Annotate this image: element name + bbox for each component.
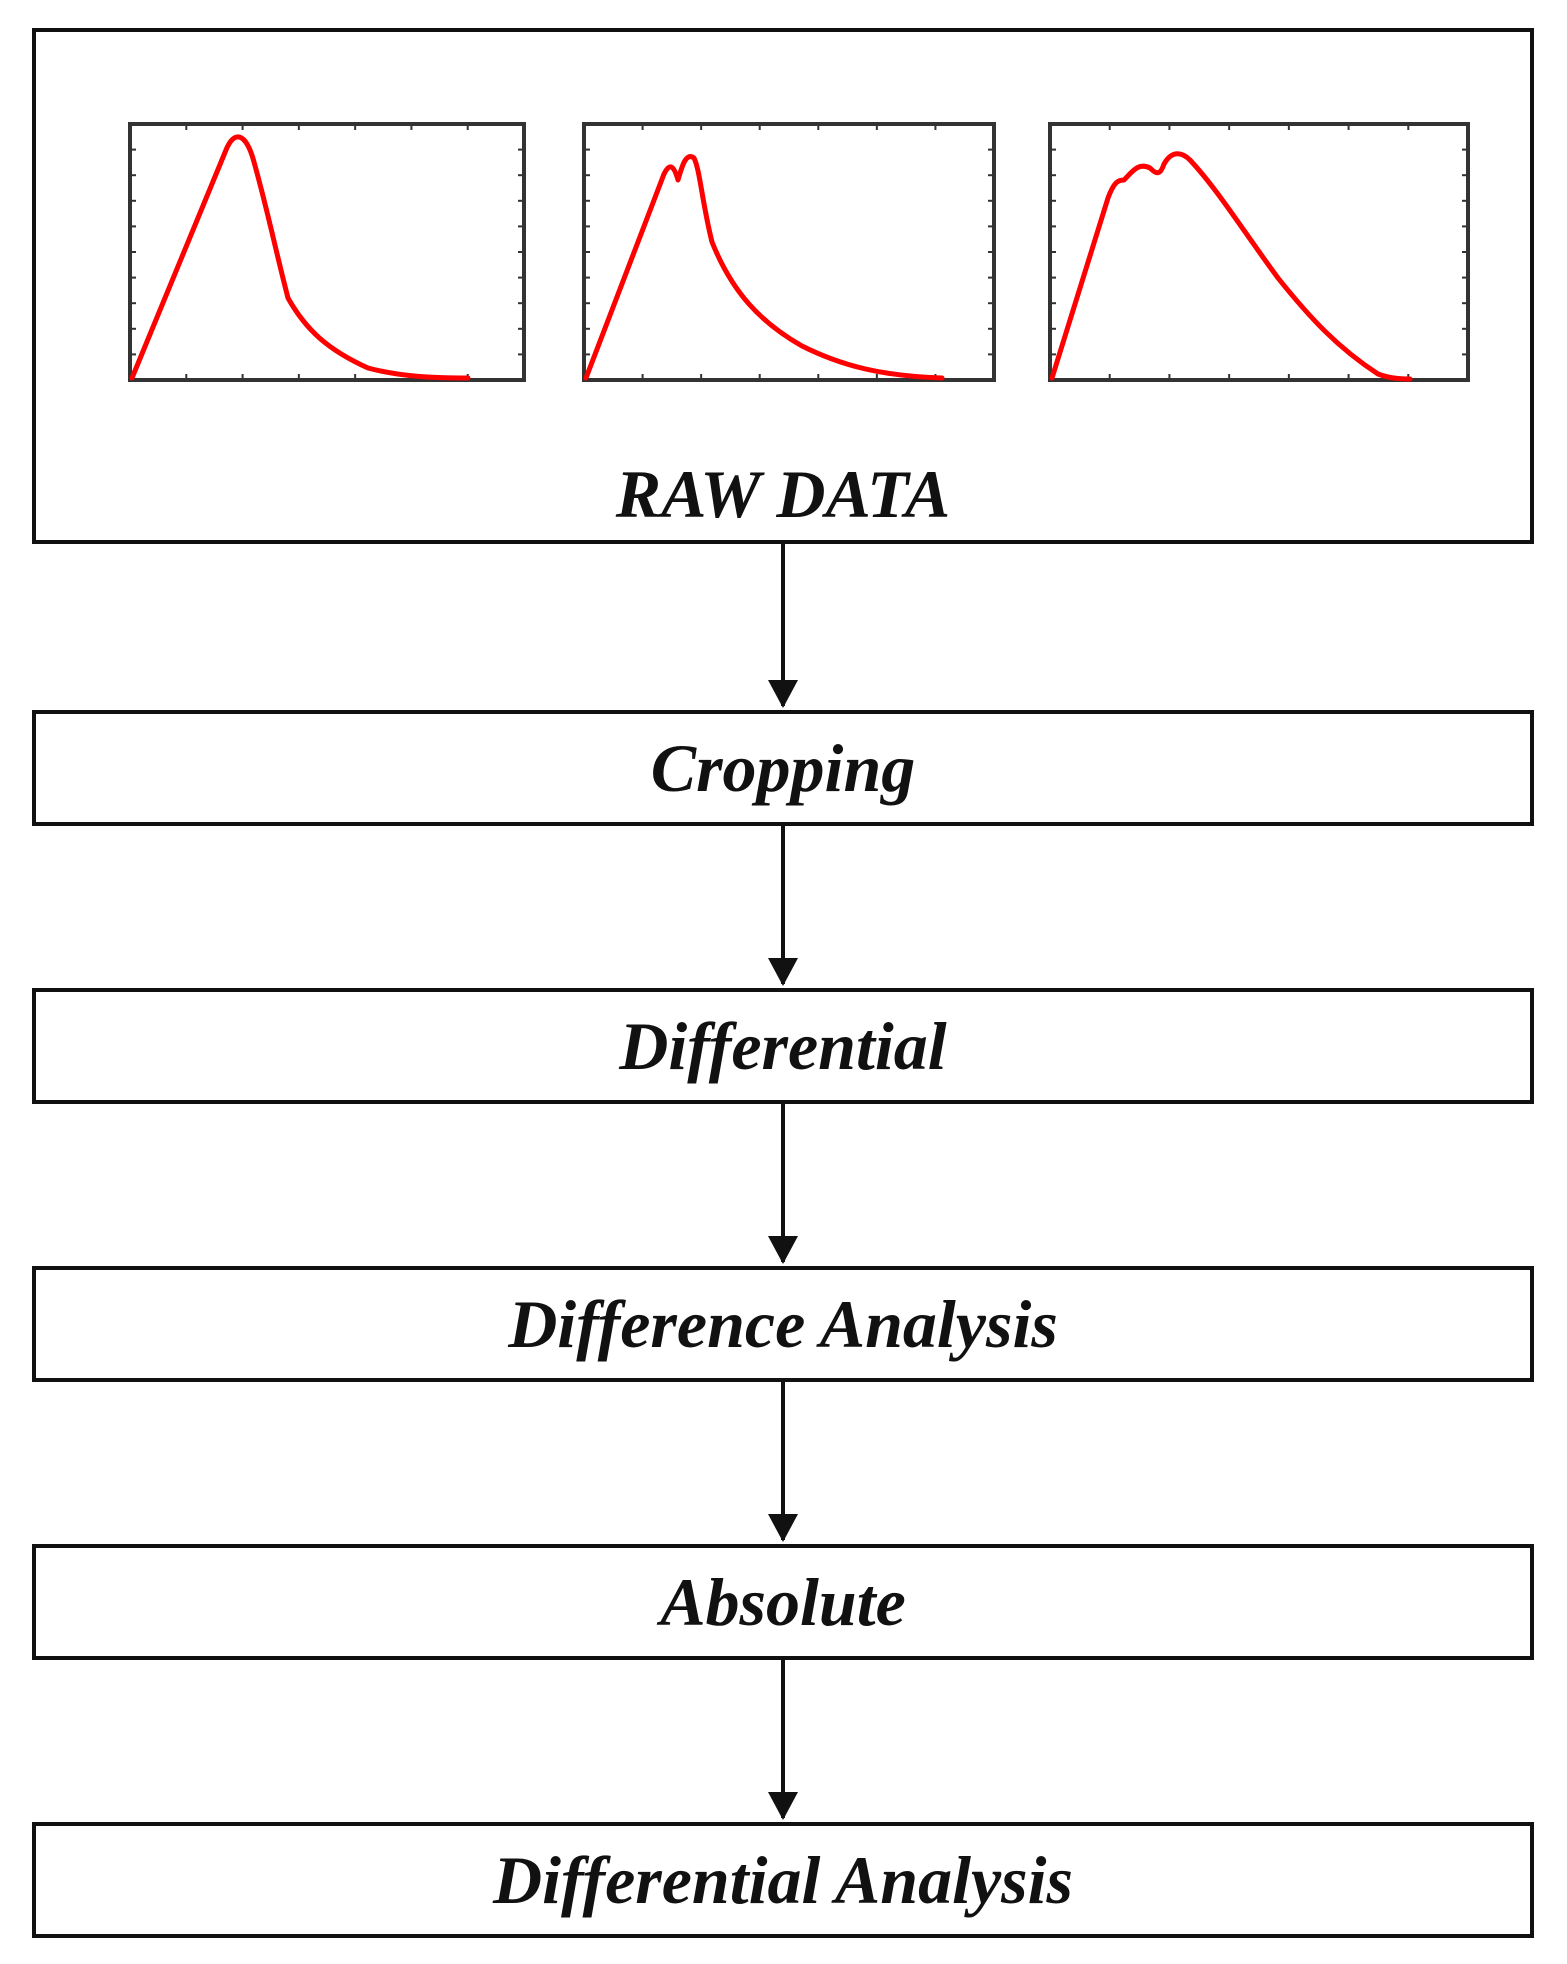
raw-data-title: RAW DATA (615, 456, 951, 532)
step-label-differential-analysis: Differential Analysis (493, 1842, 1073, 1918)
arrow-raw-to-cropping (768, 544, 798, 708)
raw-signal-curve-3 (1049, 151, 1413, 382)
arrow-cropping-to-differential (768, 826, 798, 986)
raw-data-chart-2 (582, 122, 996, 382)
chart-frame-2 (582, 122, 996, 382)
step-label-differential: Differential (619, 1008, 947, 1084)
raw-signal-curve-1 (129, 134, 471, 381)
raw-data-box: RAW DATA (32, 28, 1534, 544)
step-box-differential-analysis: Differential Analysis (32, 1822, 1534, 1938)
step-label-difference-analysis: Difference Analysis (508, 1286, 1058, 1362)
step-box-difference-analysis: Difference Analysis (32, 1266, 1534, 1382)
step-label-cropping: Cropping (650, 730, 916, 806)
raw-data-chart-1 (128, 122, 526, 382)
step-label-absolute: Absolute (660, 1564, 906, 1640)
step-box-absolute: Absolute (32, 1544, 1534, 1660)
step-box-differential: Differential (32, 988, 1534, 1104)
arrow-differential-to-difference-analysis (768, 1104, 798, 1264)
step-box-cropping: Cropping (32, 710, 1534, 826)
arrow-difference-analysis-to-absolute (768, 1382, 798, 1542)
arrow-absolute-to-differential-analysis (768, 1660, 798, 1820)
raw-signal-curve-2 (583, 154, 945, 381)
raw-data-chart-3 (1048, 122, 1470, 382)
